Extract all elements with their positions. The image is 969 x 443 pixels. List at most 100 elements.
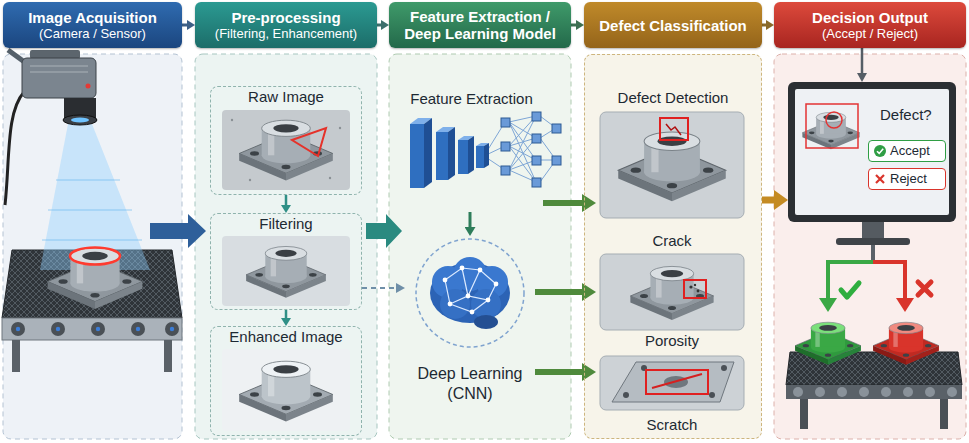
output-conveyor [793, 387, 803, 397]
conveyor-belt [51, 322, 65, 336]
output-conveyor [837, 387, 847, 397]
panel-backgrounds [3, 54, 966, 439]
stage-header: Defect Classification [584, 2, 762, 48]
enhanced-image [222, 349, 350, 431]
cnn-layers [458, 140, 468, 174]
raw-image [222, 110, 350, 190]
decision-button: Reject [868, 168, 946, 190]
connector-arrow [362, 287, 396, 289]
node-label: Defect? [880, 106, 950, 124]
defect-card: Porosity [596, 252, 748, 352]
brain-icon [443, 278, 448, 283]
node-label: Enhanced Image [215, 328, 357, 346]
raw-image [222, 110, 350, 190]
brain-icon [448, 302, 453, 307]
industrial-camera [22, 58, 96, 98]
raw-image [239, 120, 333, 180]
panel-backgrounds [774, 54, 966, 439]
cnn-layers [468, 136, 474, 174]
output-conveyor [947, 387, 957, 397]
sorting-arrows [828, 262, 873, 300]
porosity-image [684, 280, 706, 298]
defect-card: Scratch [596, 354, 748, 436]
brain-icon [445, 268, 496, 304]
cnn-layers [501, 142, 510, 151]
output-conveyor [859, 387, 869, 397]
monitor [862, 222, 884, 238]
scratch-image [623, 392, 629, 398]
sorting-arrows [871, 245, 875, 262]
check-icon [874, 145, 886, 157]
scratch-image [652, 374, 702, 388]
conveyor-belt [91, 322, 105, 336]
enhanced-image [239, 361, 333, 421]
connector-arrow [182, 24, 187, 27]
check-icon [877, 149, 883, 154]
brain-icon [494, 282, 499, 287]
monitor [795, 89, 949, 215]
crack-image [600, 112, 744, 218]
image-card: Raw Image [210, 86, 362, 195]
monitor-screen: Defect? AcceptReject [788, 82, 956, 222]
node-label: Scratch [647, 416, 698, 434]
cnn-layers [552, 124, 561, 133]
output-conveyor [940, 399, 948, 429]
cnn-layers [424, 118, 432, 188]
scratch-image [600, 356, 744, 410]
monitor [806, 104, 858, 148]
conveyor-belt [164, 340, 172, 372]
sorting-arrows [896, 298, 914, 312]
raw-image [339, 127, 341, 129]
inspected-part [48, 248, 143, 309]
connector-arrow [543, 200, 582, 206]
conveyor-belt [96, 327, 100, 331]
output-conveyor [815, 387, 825, 397]
connector-arrow [535, 369, 582, 375]
cnn-layers [552, 156, 561, 165]
light-beam [40, 124, 150, 270]
stage-title: Image Acquisition [28, 9, 157, 26]
industrial-camera [5, 50, 97, 205]
output-conveyor [800, 399, 808, 429]
brain-icon [450, 268, 488, 312]
image-card: Enhanced Image [210, 326, 362, 436]
node-label: Reject [890, 171, 927, 187]
conveyor-belt [131, 322, 145, 336]
scratch-image [721, 365, 727, 371]
flow-arrow [366, 214, 402, 248]
inspected-part [48, 248, 143, 309]
cnn-layers [410, 112, 561, 188]
porosity-image [600, 254, 744, 330]
crack-image [618, 132, 725, 201]
raw-image [249, 179, 251, 181]
circle-outline [405, 236, 535, 354]
feature-region: Feature Extraction [400, 88, 543, 212]
cnn-layers [532, 134, 541, 143]
output-conveyor [786, 385, 962, 399]
output-conveyor [925, 387, 935, 397]
output-conveyor [786, 322, 962, 429]
brain-icon [474, 315, 498, 329]
cnn-layers [532, 178, 541, 187]
stage-header: Decision Output(Accept / Reject) [774, 2, 966, 48]
crack-image [600, 112, 744, 218]
node-label: Accept [890, 143, 930, 159]
monitor [836, 238, 910, 245]
enhanced-image [222, 349, 350, 431]
connector-arrow [285, 195, 288, 205]
brain-icon [466, 294, 471, 299]
node-label: Deep Learning (CNN) [408, 364, 532, 404]
panel-backgrounds [584, 54, 762, 439]
stage-title: Decision Output [812, 9, 928, 26]
industrial-camera [30, 66, 88, 72]
industrial-camera [63, 115, 97, 125]
stage-title: Pre-processing [231, 9, 340, 26]
decision-button: Accept [868, 140, 946, 162]
stage-title: Defect Classification [599, 17, 747, 34]
raw-image [329, 177, 331, 179]
conveyor-belt [16, 327, 20, 331]
panel-backgrounds [195, 54, 377, 439]
filtered-image [246, 246, 326, 297]
node-label: Filtering [215, 215, 357, 233]
